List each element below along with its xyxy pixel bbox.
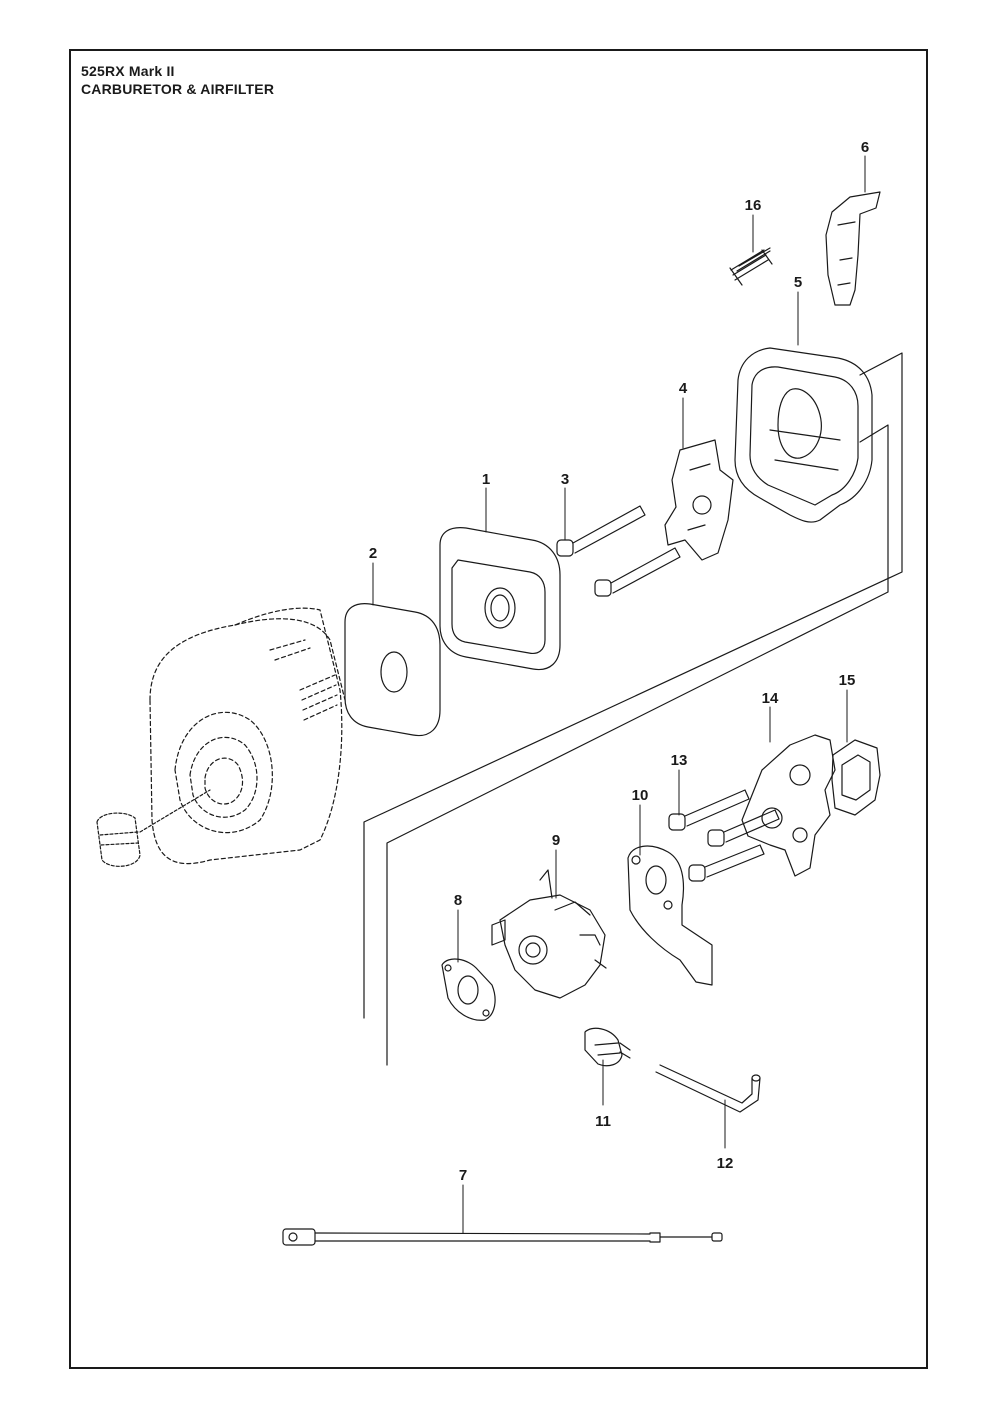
callout-12: 12 bbox=[717, 1155, 734, 1172]
part-12-fuel-hose bbox=[655, 1064, 761, 1113]
callout-4: 4 bbox=[679, 380, 688, 397]
part-6-latch bbox=[825, 191, 881, 306]
callout-9: 9 bbox=[552, 832, 560, 849]
part-14-intake-manifold bbox=[741, 734, 836, 877]
part-10-heat-shield bbox=[627, 845, 713, 986]
callout-15: 15 bbox=[839, 672, 856, 689]
page-border bbox=[69, 49, 928, 1369]
part-9-carburetor bbox=[491, 869, 607, 999]
part-4-choke-plate bbox=[664, 439, 734, 561]
callout-5: 5 bbox=[794, 274, 802, 291]
part-1-filter-holder bbox=[439, 527, 561, 671]
assembly-bracket-lines bbox=[363, 352, 903, 1066]
callout-labels: 1 2 3 4 5 6 7 8 9 10 11 12 13 14 15 16 bbox=[369, 139, 869, 1184]
model-name: 525RX Mark II bbox=[81, 63, 175, 79]
callout-8: 8 bbox=[454, 892, 462, 909]
part-11-primer-bulb bbox=[584, 1027, 631, 1067]
callout-11: 11 bbox=[595, 1113, 611, 1130]
part-7-throttle-cable bbox=[282, 1228, 723, 1246]
page-title: 525RX Mark II CARBURETOR & AIRFILTER bbox=[81, 62, 274, 98]
callout-2: 2 bbox=[369, 545, 377, 562]
part-16-spring bbox=[729, 247, 773, 286]
section-name: CARBURETOR & AIRFILTER bbox=[81, 81, 275, 97]
part-5-filter-housing bbox=[734, 347, 873, 523]
callout-6: 6 bbox=[861, 139, 869, 156]
part-15-gasket bbox=[831, 739, 881, 816]
part-3-screws bbox=[556, 505, 681, 597]
part-2-air-filter-foam bbox=[344, 603, 441, 737]
callout-16: 16 bbox=[745, 197, 762, 214]
callout-3: 3 bbox=[561, 471, 569, 488]
callout-13: 13 bbox=[671, 752, 688, 769]
engine-cover-reference bbox=[149, 607, 346, 865]
part-8-gasket bbox=[441, 958, 496, 1021]
callout-10: 10 bbox=[632, 787, 649, 804]
part-13-bolts bbox=[668, 789, 780, 882]
callout-leaders bbox=[372, 155, 866, 1234]
callout-14: 14 bbox=[762, 690, 779, 707]
cover-knob-reference bbox=[96, 789, 211, 867]
callout-1: 1 bbox=[482, 471, 490, 488]
callout-7: 7 bbox=[459, 1167, 467, 1184]
